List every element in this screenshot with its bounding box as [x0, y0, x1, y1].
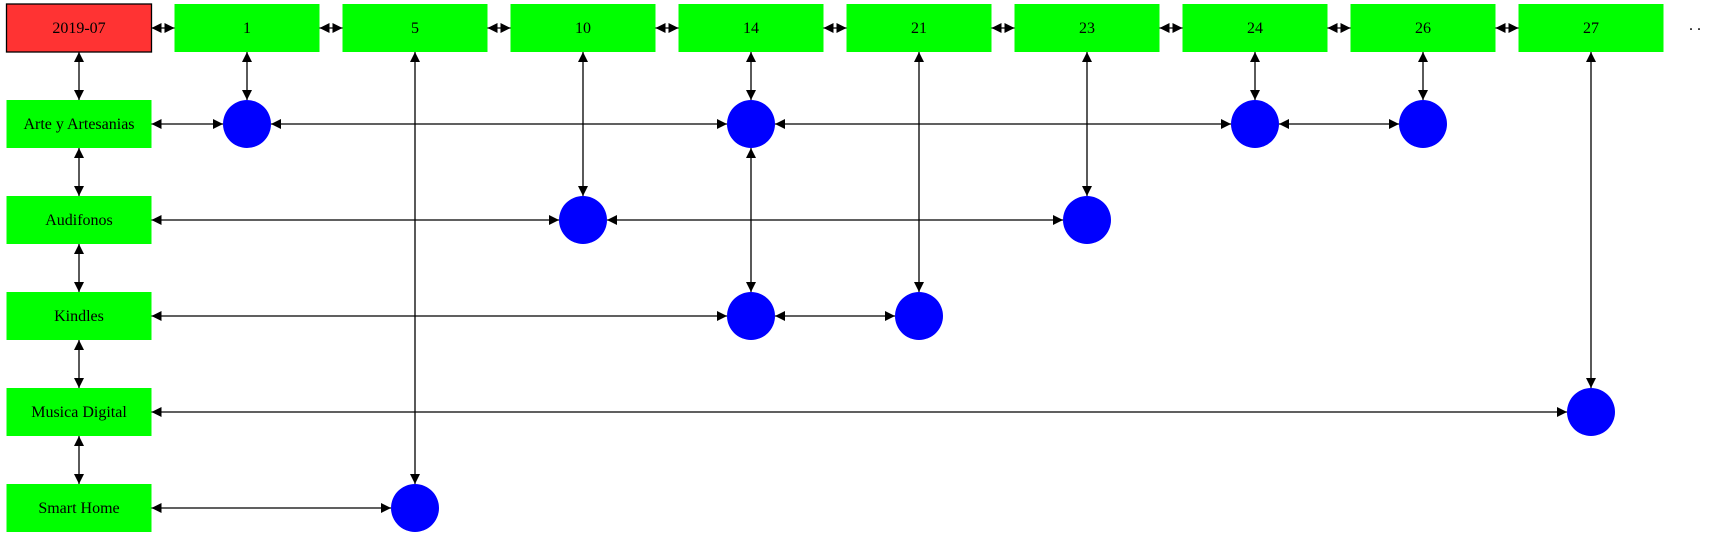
day-box-10-label: 10 [575, 20, 591, 37]
day-box-14-shape [678, 4, 824, 52]
day-box-27: 27 [1518, 4, 1664, 52]
day-box-5-label: 5 [411, 20, 419, 37]
event-dot [1231, 100, 1279, 148]
day-box-24-label: 24 [1247, 20, 1263, 37]
day-box-5: 5 [342, 4, 488, 52]
day-box-10-shape [510, 4, 656, 52]
day-box-21-label: 21 [911, 20, 927, 37]
day-box-1-shape [174, 4, 320, 52]
day-box-26-label: 26 [1415, 20, 1431, 37]
trailing-dots: . . [1689, 17, 1701, 34]
event-dot [1567, 388, 1615, 436]
day-box-24: 24 [1182, 4, 1328, 52]
category-box-musica-digital-shape [6, 388, 152, 436]
category-box-musica-digital: Musica Digital [6, 388, 152, 436]
month-box: 2019-07 [5, 3, 153, 53]
edges-layer [74, 23, 1596, 513]
category-box-musica-digital-label: Musica Digital [31, 404, 127, 421]
category-box-arte-y-artesanias-label: Arte y Artesanias [23, 116, 134, 133]
event-dot [559, 196, 607, 244]
category-box-smart-home: Smart Home [6, 484, 152, 532]
category-box-smart-home-shape [6, 484, 152, 532]
event-dot [1063, 196, 1111, 244]
category-box-audifonos-shape [6, 196, 152, 244]
day-box-26-shape [1350, 4, 1496, 52]
category-box-smart-home-label: Smart Home [38, 500, 119, 517]
category-box-audifonos-label: Audifonos [45, 212, 113, 229]
event-dot [727, 100, 775, 148]
category-box-kindles-shape [6, 292, 152, 340]
day-box-1-label: 1 [243, 20, 251, 37]
day-box-21: 21 [846, 4, 992, 52]
day-box-23-label: 23 [1079, 20, 1095, 37]
day-box-23: 23 [1014, 4, 1160, 52]
month-box-label: 2019-07 [52, 20, 105, 37]
category-box-audifonos: Audifonos [6, 196, 152, 244]
category-box-kindles: Kindles [6, 292, 152, 340]
day-box-26: 26 [1350, 4, 1496, 52]
day-box-10: 10 [510, 4, 656, 52]
category-box-arte-y-artesanias-shape [6, 100, 152, 148]
event-dot [1399, 100, 1447, 148]
category-box-arte-y-artesanias: Arte y Artesanias [6, 100, 152, 148]
event-dot [895, 292, 943, 340]
day-box-27-label: 27 [1583, 20, 1599, 37]
day-box-14-label: 14 [743, 20, 759, 37]
day-box-14: 14 [678, 4, 824, 52]
day-box-23-shape [1014, 4, 1160, 52]
day-box-1: 1 [174, 4, 320, 52]
month-box-shape [5, 3, 153, 53]
category-box-kindles-label: Kindles [54, 308, 104, 325]
day-box-5-shape [342, 4, 488, 52]
day-box-21-shape [846, 4, 992, 52]
event-dot [223, 100, 271, 148]
event-dot [727, 292, 775, 340]
day-box-24-shape [1182, 4, 1328, 52]
day-box-27-shape [1518, 4, 1664, 52]
event-dot [391, 484, 439, 532]
